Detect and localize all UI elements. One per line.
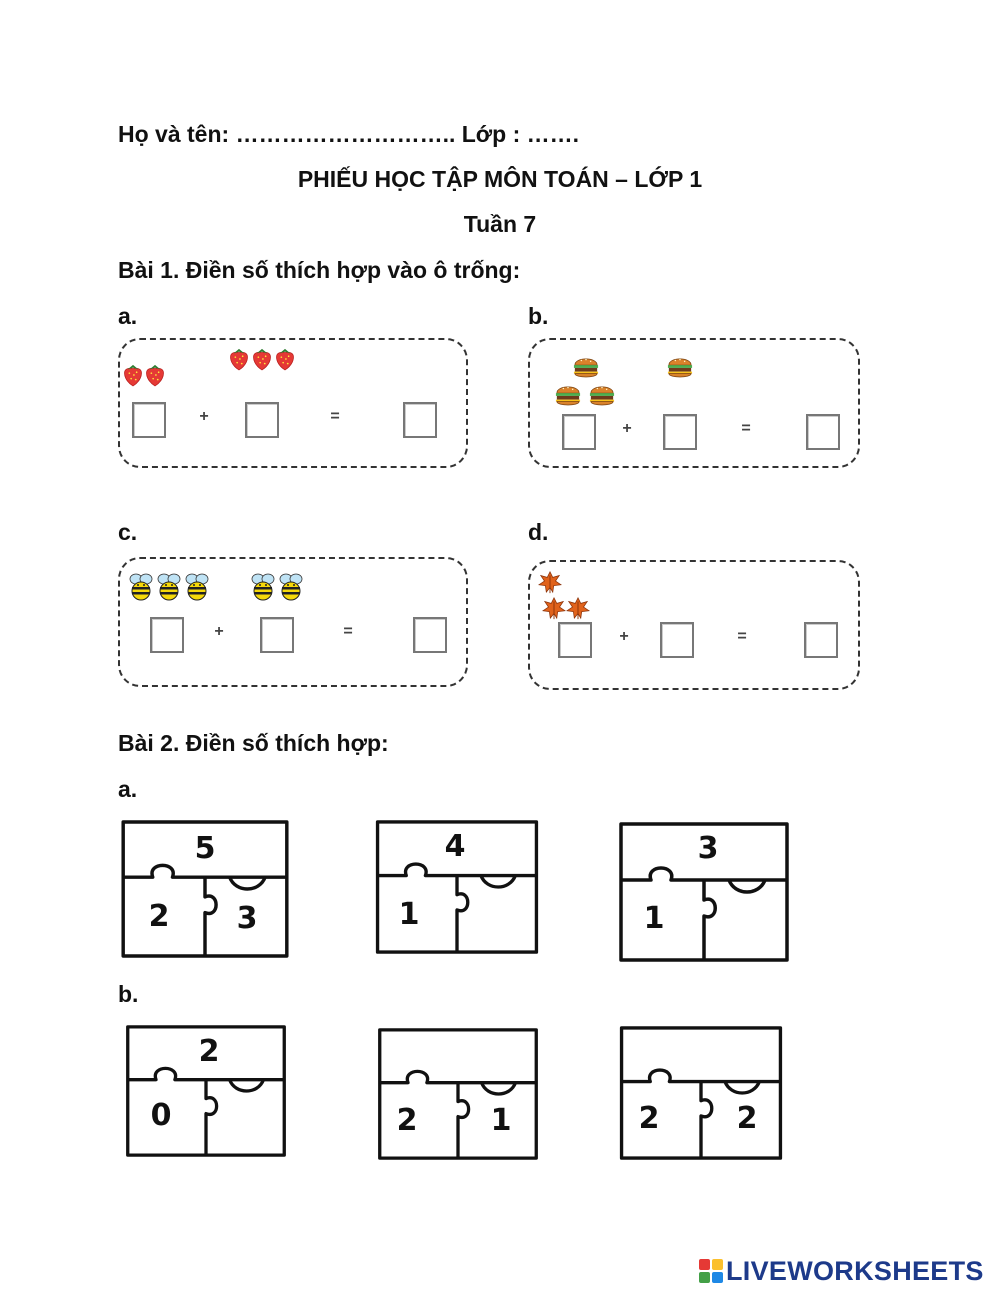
puzzle-left-number: 2 <box>638 1101 660 1136</box>
bee-icon <box>251 573 303 601</box>
puzzle-top-number: 5 <box>194 831 216 866</box>
strawberry-icon <box>230 348 294 371</box>
puzzle-right-number: 2 <box>736 1101 758 1136</box>
answer-box[interactable] <box>403 402 437 438</box>
puzzle-left-number: 2 <box>396 1103 418 1138</box>
puzzle-top-number: 3 <box>697 831 719 866</box>
leaf-icon <box>538 571 590 620</box>
ex1-part-c-label: c. <box>118 519 138 545</box>
ex1-part-b-box: + = <box>528 338 860 468</box>
liveworksheets-brand: LIVEWORKSHEETS <box>698 1255 984 1287</box>
number-bond-puzzle: 2 0 <box>122 1025 290 1157</box>
ex1-part-b-label: b. <box>528 303 549 329</box>
ex2-part-b-label: b. <box>118 981 139 1007</box>
ex1-part-a-box: + = <box>118 338 468 468</box>
answer-box[interactable] <box>245 402 279 438</box>
answer-box[interactable] <box>132 402 166 438</box>
answer-box[interactable] <box>806 414 840 450</box>
number-bond-puzzle: 3 1 <box>609 822 799 962</box>
ex1-part-d-box: + = <box>528 560 860 690</box>
answer-box[interactable] <box>558 622 592 658</box>
puzzle-left-number: 0 <box>150 1098 172 1133</box>
ex1-part-a-label: a. <box>118 303 138 329</box>
equals-sign: = <box>737 628 747 645</box>
ex2-part-a-label: a. <box>118 776 138 802</box>
equals-sign: = <box>343 623 353 640</box>
puzzle-outline <box>619 1026 783 1160</box>
puzzle-left-number: 1 <box>643 901 665 936</box>
answer-box[interactable] <box>413 617 447 653</box>
puzzle-outline <box>377 1028 539 1160</box>
answer-box[interactable] <box>150 617 184 653</box>
name-class-line: Họ và tên: ……………………….. Lớp : ……. <box>118 121 580 147</box>
puzzle-right-number: 3 <box>236 901 258 936</box>
puzzle-left-number: 1 <box>398 897 420 932</box>
number-bond-puzzle: 2 2 <box>608 1026 794 1160</box>
answer-box[interactable] <box>260 617 294 653</box>
plus-sign: + <box>199 408 209 425</box>
answer-box[interactable] <box>804 622 838 658</box>
bee-icon <box>129 573 209 601</box>
answer-box[interactable] <box>660 622 694 658</box>
ex1-part-c-box: + = <box>118 557 468 687</box>
burger-icon <box>555 358 615 406</box>
week-label: Tuần 7 <box>463 211 537 237</box>
worksheet-title: PHIẾU HỌC TẬP MÔN TOÁN – LỚP 1 <box>297 166 703 192</box>
number-bond-puzzle: 4 1 <box>368 820 546 954</box>
plus-sign: + <box>622 420 632 437</box>
exercise2-heading: Bài 2. Điền số thích hợp: <box>118 730 389 756</box>
puzzle-top-number: 2 <box>198 1034 220 1069</box>
liveworksheets-logo-icon <box>699 1259 723 1283</box>
equals-sign: = <box>741 420 751 437</box>
ex1-part-d-label: d. <box>528 519 549 545</box>
strawberry-icon <box>124 364 164 387</box>
plus-sign: + <box>214 623 224 640</box>
plus-sign: + <box>619 628 629 645</box>
puzzle-left-number: 2 <box>148 899 170 934</box>
answer-box[interactable] <box>663 414 697 450</box>
answer-box[interactable] <box>562 414 596 450</box>
brand-name: LIVEWORKSHEETS <box>726 1255 984 1286</box>
equals-sign: = <box>330 408 340 425</box>
number-bond-puzzle: 5 2 3 <box>120 820 290 958</box>
exercise1-heading: Bài 1. Điền số thích hợp vào ô trống: <box>118 257 521 283</box>
puzzle-right-number: 1 <box>490 1103 512 1138</box>
burger-icon <box>667 358 693 378</box>
number-bond-puzzle: 2 1 <box>368 1028 548 1160</box>
puzzle-top-number: 4 <box>444 829 466 864</box>
